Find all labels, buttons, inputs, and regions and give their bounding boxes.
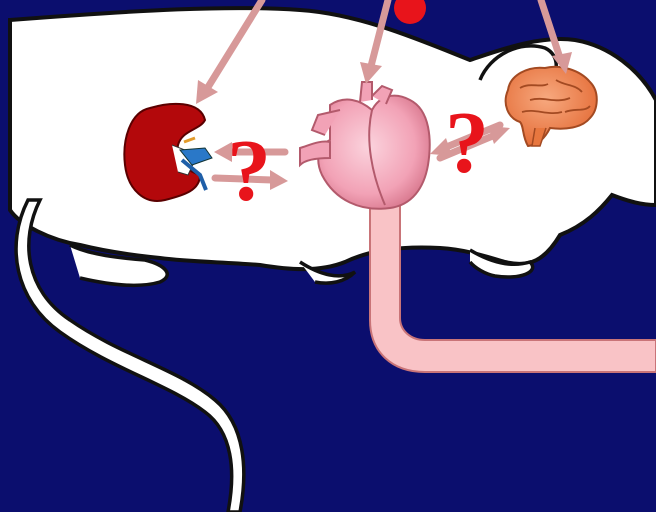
question-mark-left: ? [227,123,271,220]
question-mark-right: ? [445,95,489,192]
